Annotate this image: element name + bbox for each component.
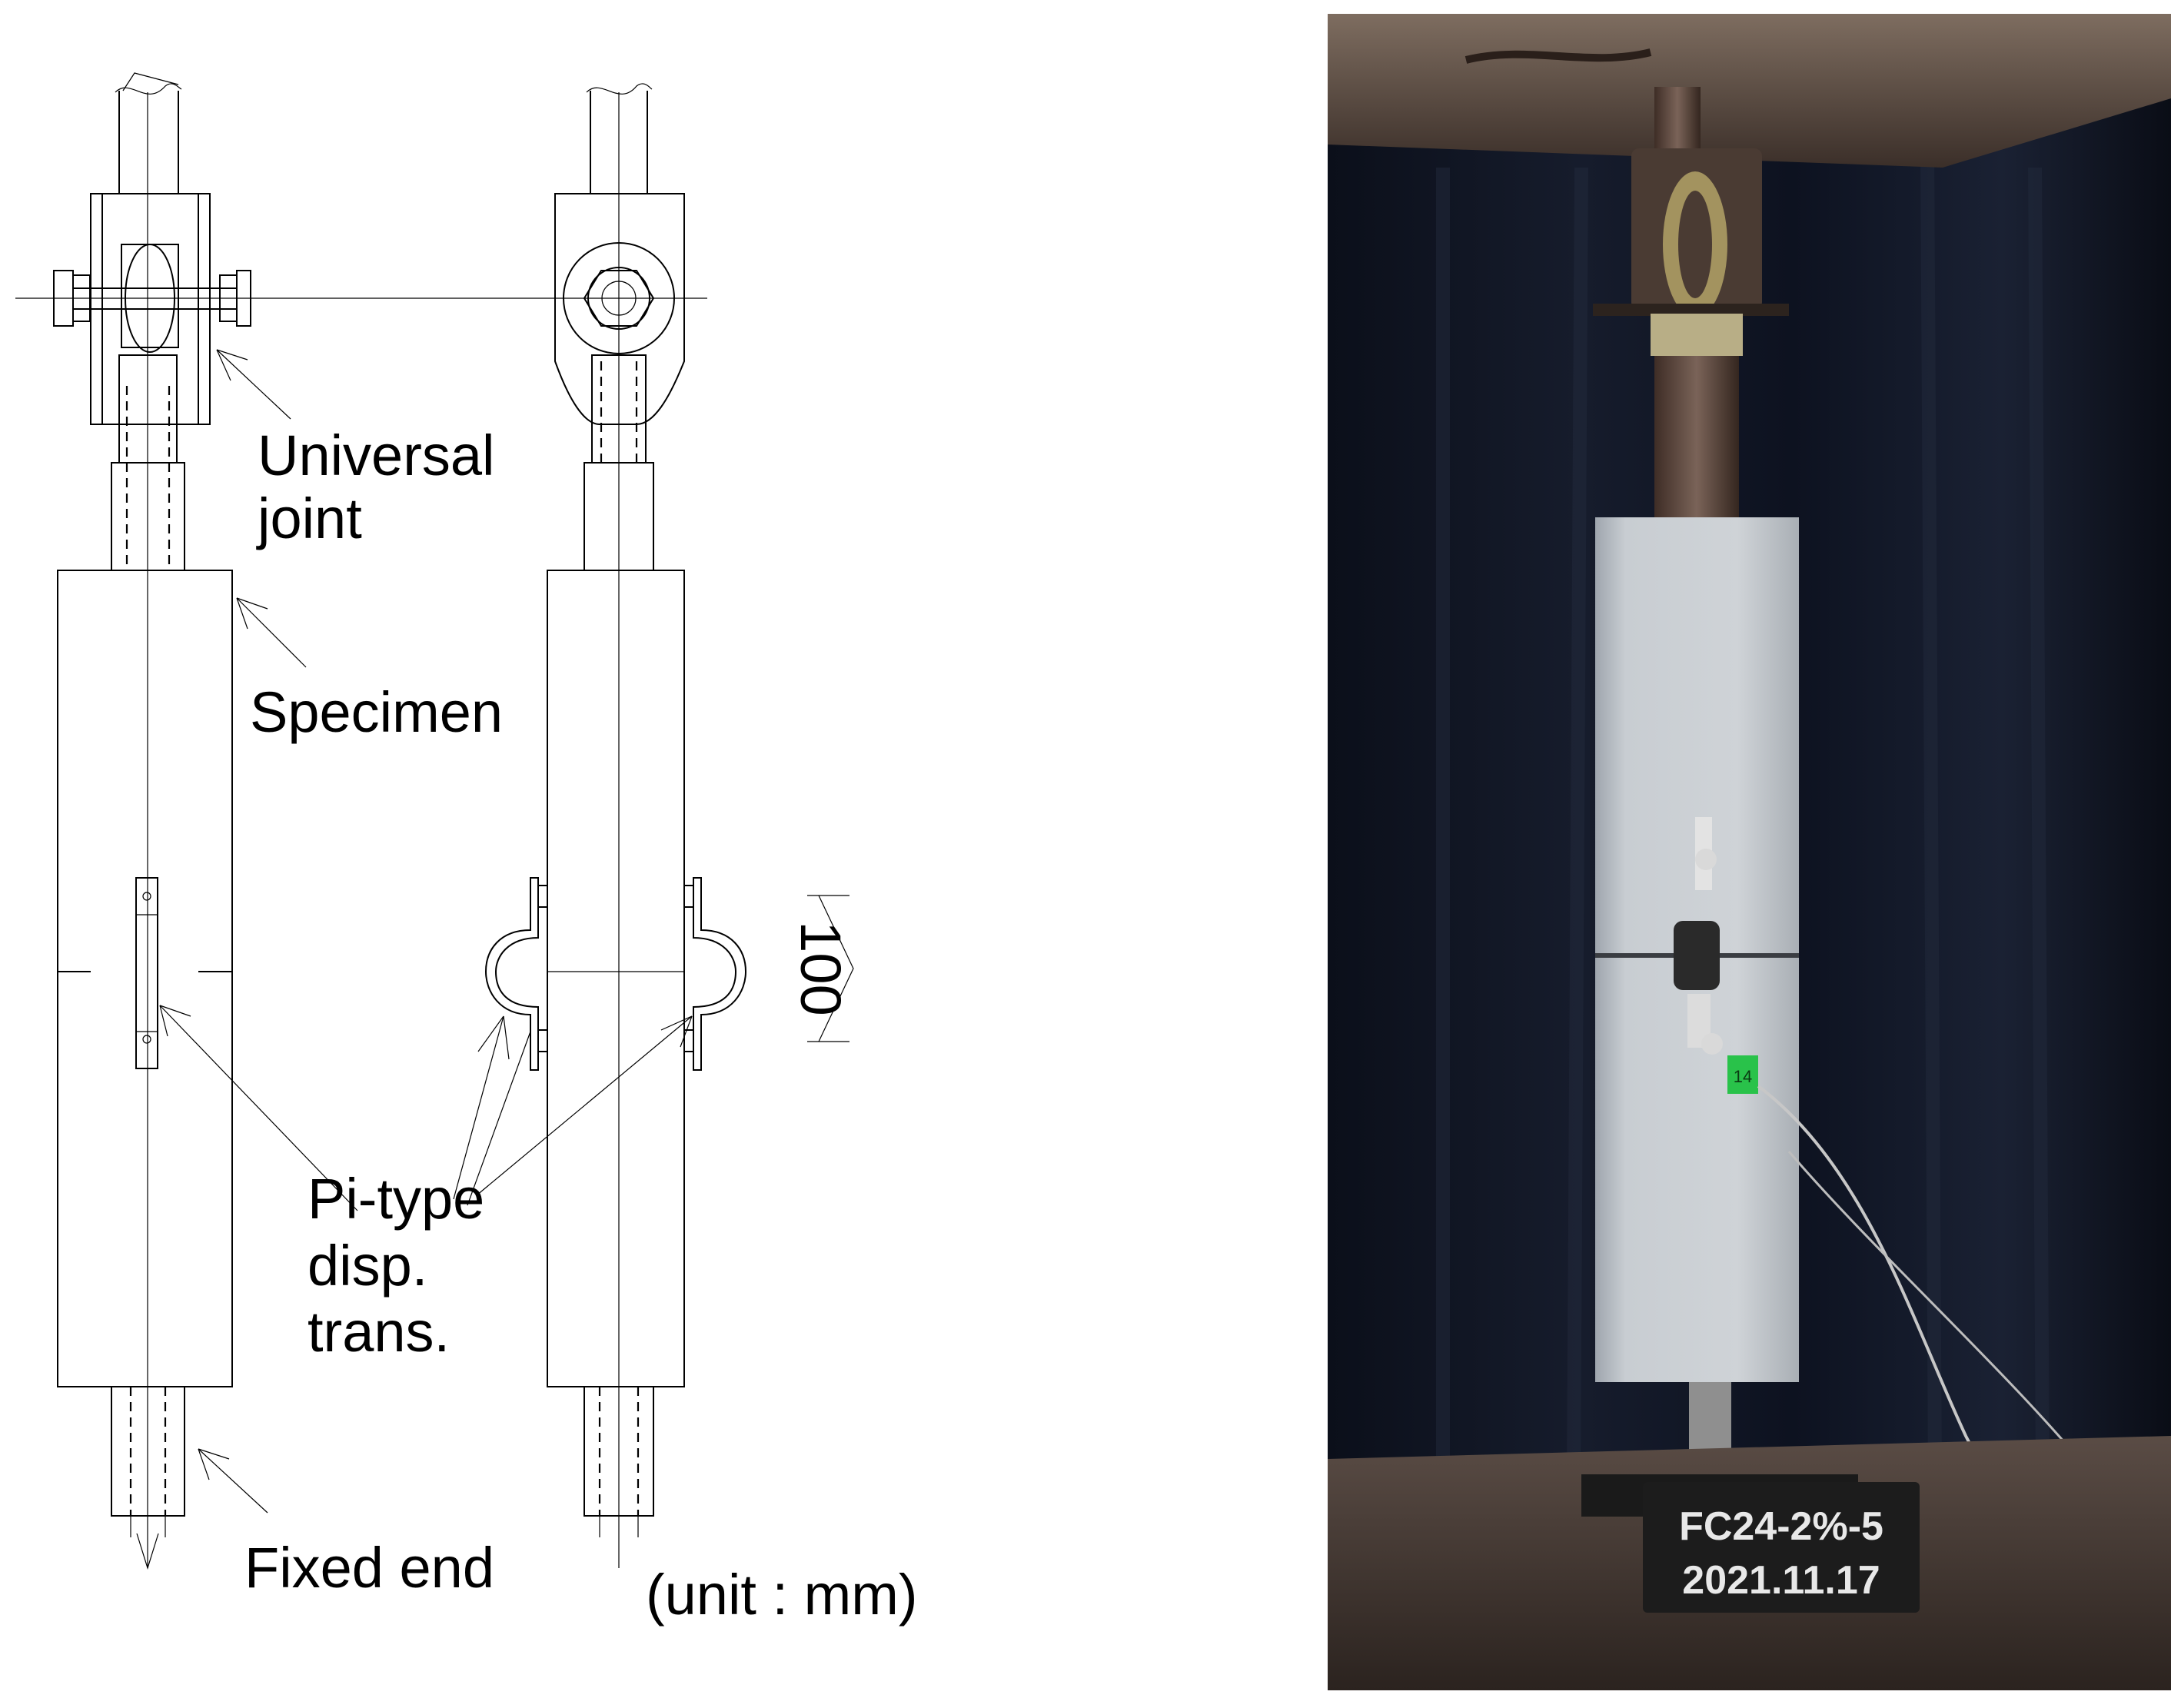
leaders <box>159 349 693 1514</box>
specimen-side <box>547 570 685 1387</box>
plate-line1: FC24-2%-5 <box>1679 1504 1883 1549</box>
dimension-label: 100 <box>789 921 853 1015</box>
upper-grip-rod <box>1654 356 1739 525</box>
side-view <box>484 83 747 1568</box>
label-disp: disp. <box>308 1234 427 1298</box>
test-setup-photo: 14 FC24-2%-5 2021.11.17 <box>1328 14 2171 1690</box>
dimension-100: 100 <box>789 895 854 1042</box>
pi-transducer-left <box>484 877 539 1071</box>
front-view <box>15 72 707 1570</box>
pi-transducer-right <box>693 877 747 1071</box>
label-universal: Universal <box>258 424 494 487</box>
clevis-side <box>554 193 685 425</box>
plate-line2: 2021.11.17 <box>1682 1558 1880 1603</box>
specimen-front <box>57 570 233 1387</box>
label-joint: joint <box>256 487 362 550</box>
label-pi-type: Pi-type <box>308 1167 484 1231</box>
green-tag <box>1727 1055 1758 1094</box>
label-fixed-end: Fixed end <box>244 1536 494 1600</box>
label-unit: (unit : mm) <box>646 1563 918 1627</box>
photo-illustration: 14 FC24-2%-5 2021.11.17 <box>1328 14 2171 1690</box>
label-specimen: Specimen <box>250 680 503 744</box>
specimen-name-plate: FC24-2%-5 2021.11.17 <box>1643 1482 1920 1613</box>
pi-transducer-front <box>135 877 158 1069</box>
label-trans: trans. <box>308 1300 450 1364</box>
green-tag-text: 14 <box>1734 1067 1752 1086</box>
